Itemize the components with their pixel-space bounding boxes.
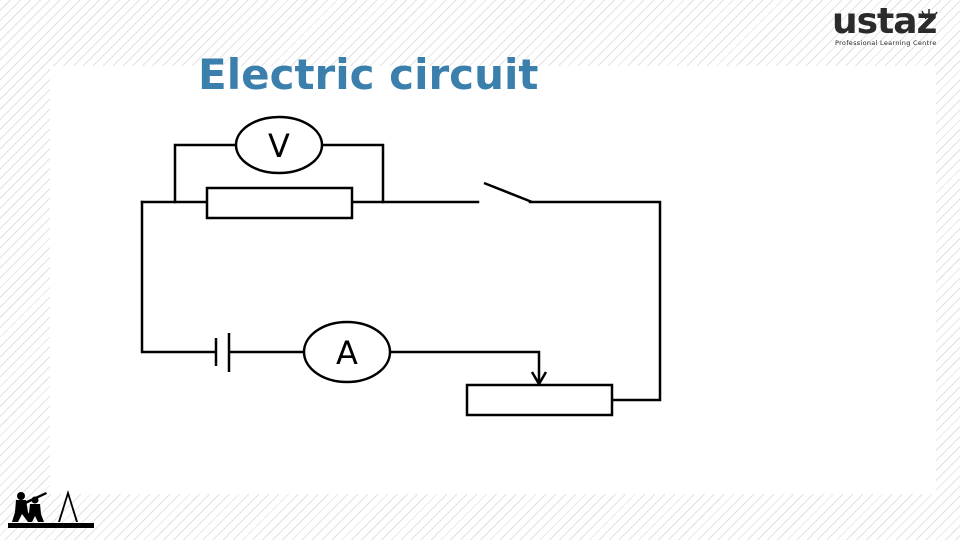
logo-rays-icon: [921, 9, 938, 20]
fixed-resistor-symbol: [205, 186, 354, 220]
wire-switch-to-right: [528, 200, 662, 402]
wire-ammeter-to-slider: [388, 350, 541, 382]
rheostat-arrow-icon: [530, 371, 548, 387]
wire-voltmeter-branch: [173, 143, 385, 204]
voltmeter-label: V: [268, 127, 290, 165]
ammeter-symbol: A: [302, 320, 392, 384]
cell-symbol: [214, 333, 231, 372]
slide-panel: [50, 66, 936, 494]
ammeter-label: A: [336, 334, 358, 372]
rheostat-symbol: [465, 383, 614, 417]
slide-title: Electric circuit: [198, 50, 539, 99]
logo-tagline: Professional Learning Centre: [835, 39, 937, 47]
switch-symbol: [483, 181, 533, 204]
voltmeter-symbol: V: [234, 115, 324, 175]
logo-wordmark: ustaz: [832, 1, 938, 42]
wire-left: [140, 200, 217, 354]
soldiers-silhouette-icon: [8, 490, 94, 528]
ustaz-logo: ustaz Professional Learning Centre: [832, 2, 954, 52]
